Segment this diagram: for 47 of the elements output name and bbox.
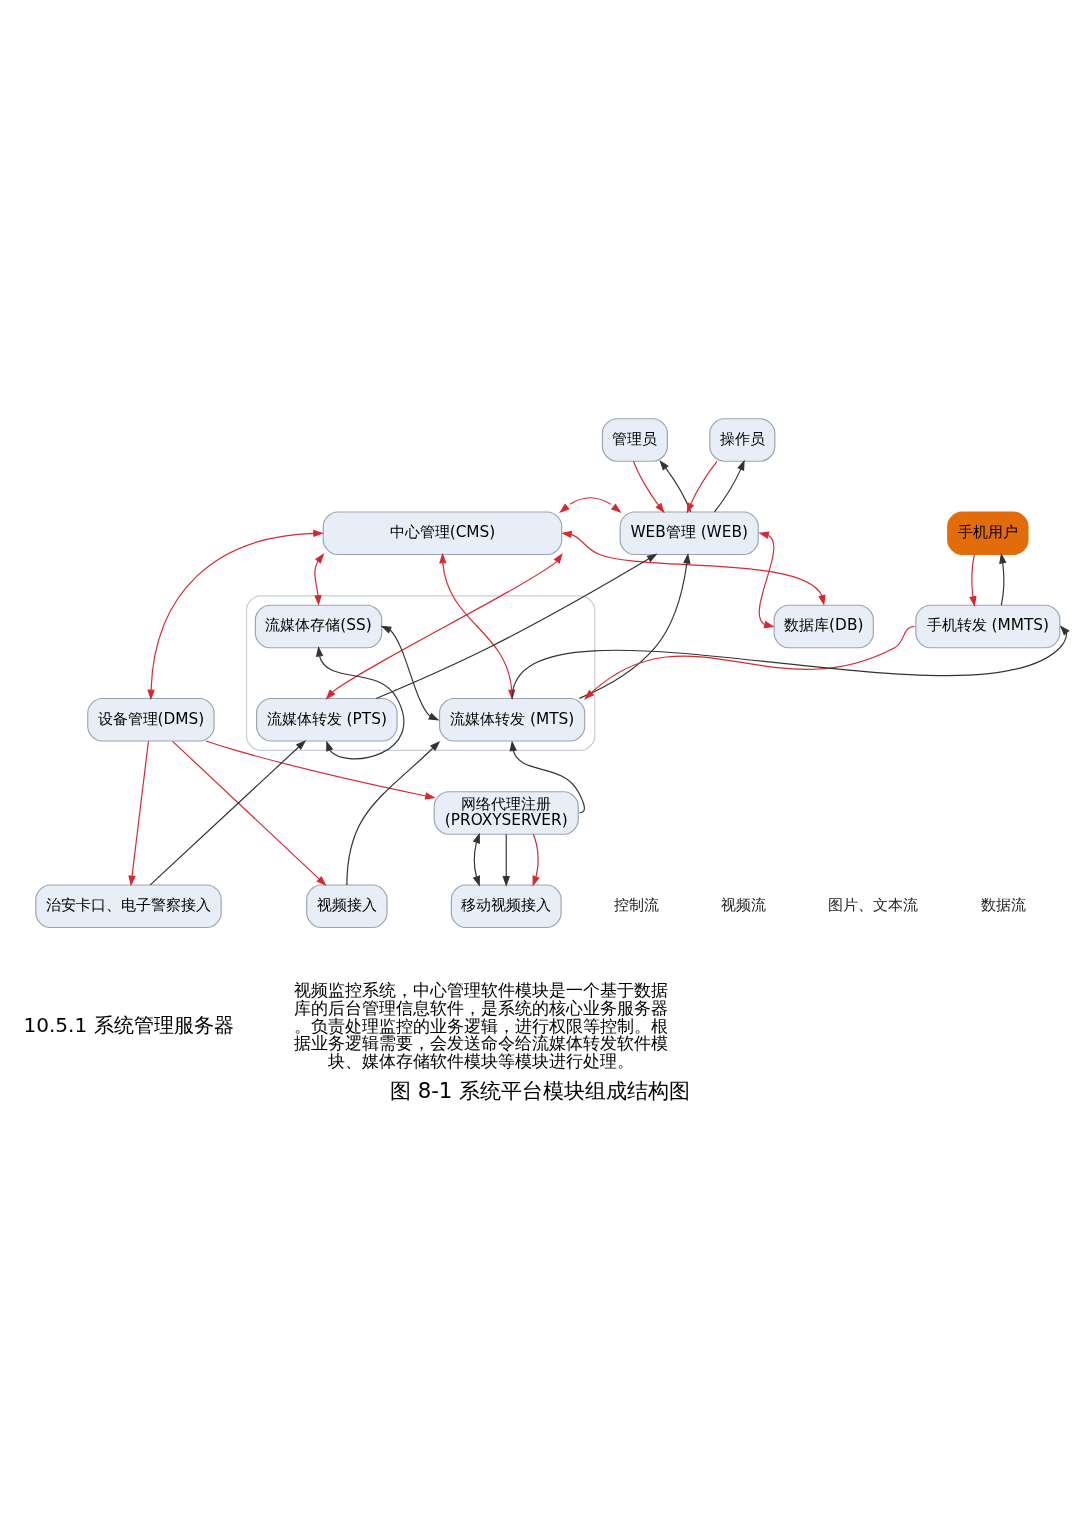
node-box: 中心管理(CMS) [322,510,563,555]
node-box: 流媒体存储(SS) [254,604,383,648]
node-box: 手机转发 (MMTS) [915,604,1061,648]
arrow [758,531,775,628]
arrow [205,739,436,800]
legend-label: 图片、文本流 [828,895,919,914]
arrow [346,740,441,886]
legend-label: 控制流 [613,895,659,914]
legend-label: 视频流 [721,895,766,914]
caption: 图 8-1 系统平台模块组成结构图 [389,1077,691,1103]
label: 视频监控系统，中心管理软件模块是一个基于数据库的后台管理信息软件，是系统的核心业务服务器。负责处理监控的业务逻辑，进行权限等控制。根据业务逻辑需要，会发送命令给流媒体转发软件模块、媒体存储软件模块等模块进行处理。 [294,980,669,1071]
node-box: WEB管理 (WEB) [619,510,759,555]
node-box: 流媒体转发 (MTS) [438,697,586,742]
arrow [713,459,745,512]
arrow [578,552,691,699]
label: 10.5.1 系统管理服务器 [23,1012,234,1037]
arrow [532,833,540,887]
node-box: 手机用户 [947,510,1029,555]
arrow [380,625,440,720]
arrow [999,552,1007,606]
arrow [659,459,692,512]
node-box: 操作员 [709,417,776,462]
arrow [314,552,325,606]
node-box: 治安卡口、电子警察接入 [35,883,222,928]
node-box: 流媒体转发 (PTS) [255,697,398,742]
arrow [509,739,585,814]
node-box: 设备管理(DMS) [87,697,215,742]
arrow [561,530,826,606]
arrow [511,624,1070,699]
node-box: 数据库(DB) [773,604,874,648]
arrow [172,740,327,886]
arrow [632,460,665,513]
arrow [969,553,977,607]
arrow [502,833,510,887]
node-box: 视频接入 [306,883,388,928]
arrow [147,529,324,700]
node-box: 管理员 [601,417,668,462]
arrow [128,740,149,886]
arrow [584,625,916,700]
node-box: 网络代理注册 (PROXYSERVER) [433,790,579,835]
node-box: 移动视频接入 [450,883,562,928]
arrow [315,645,405,759]
arrow [686,460,718,514]
arrow [559,496,622,513]
legend-label: 数据流 [980,895,1026,914]
arrow [472,832,480,887]
arrow [149,739,307,885]
